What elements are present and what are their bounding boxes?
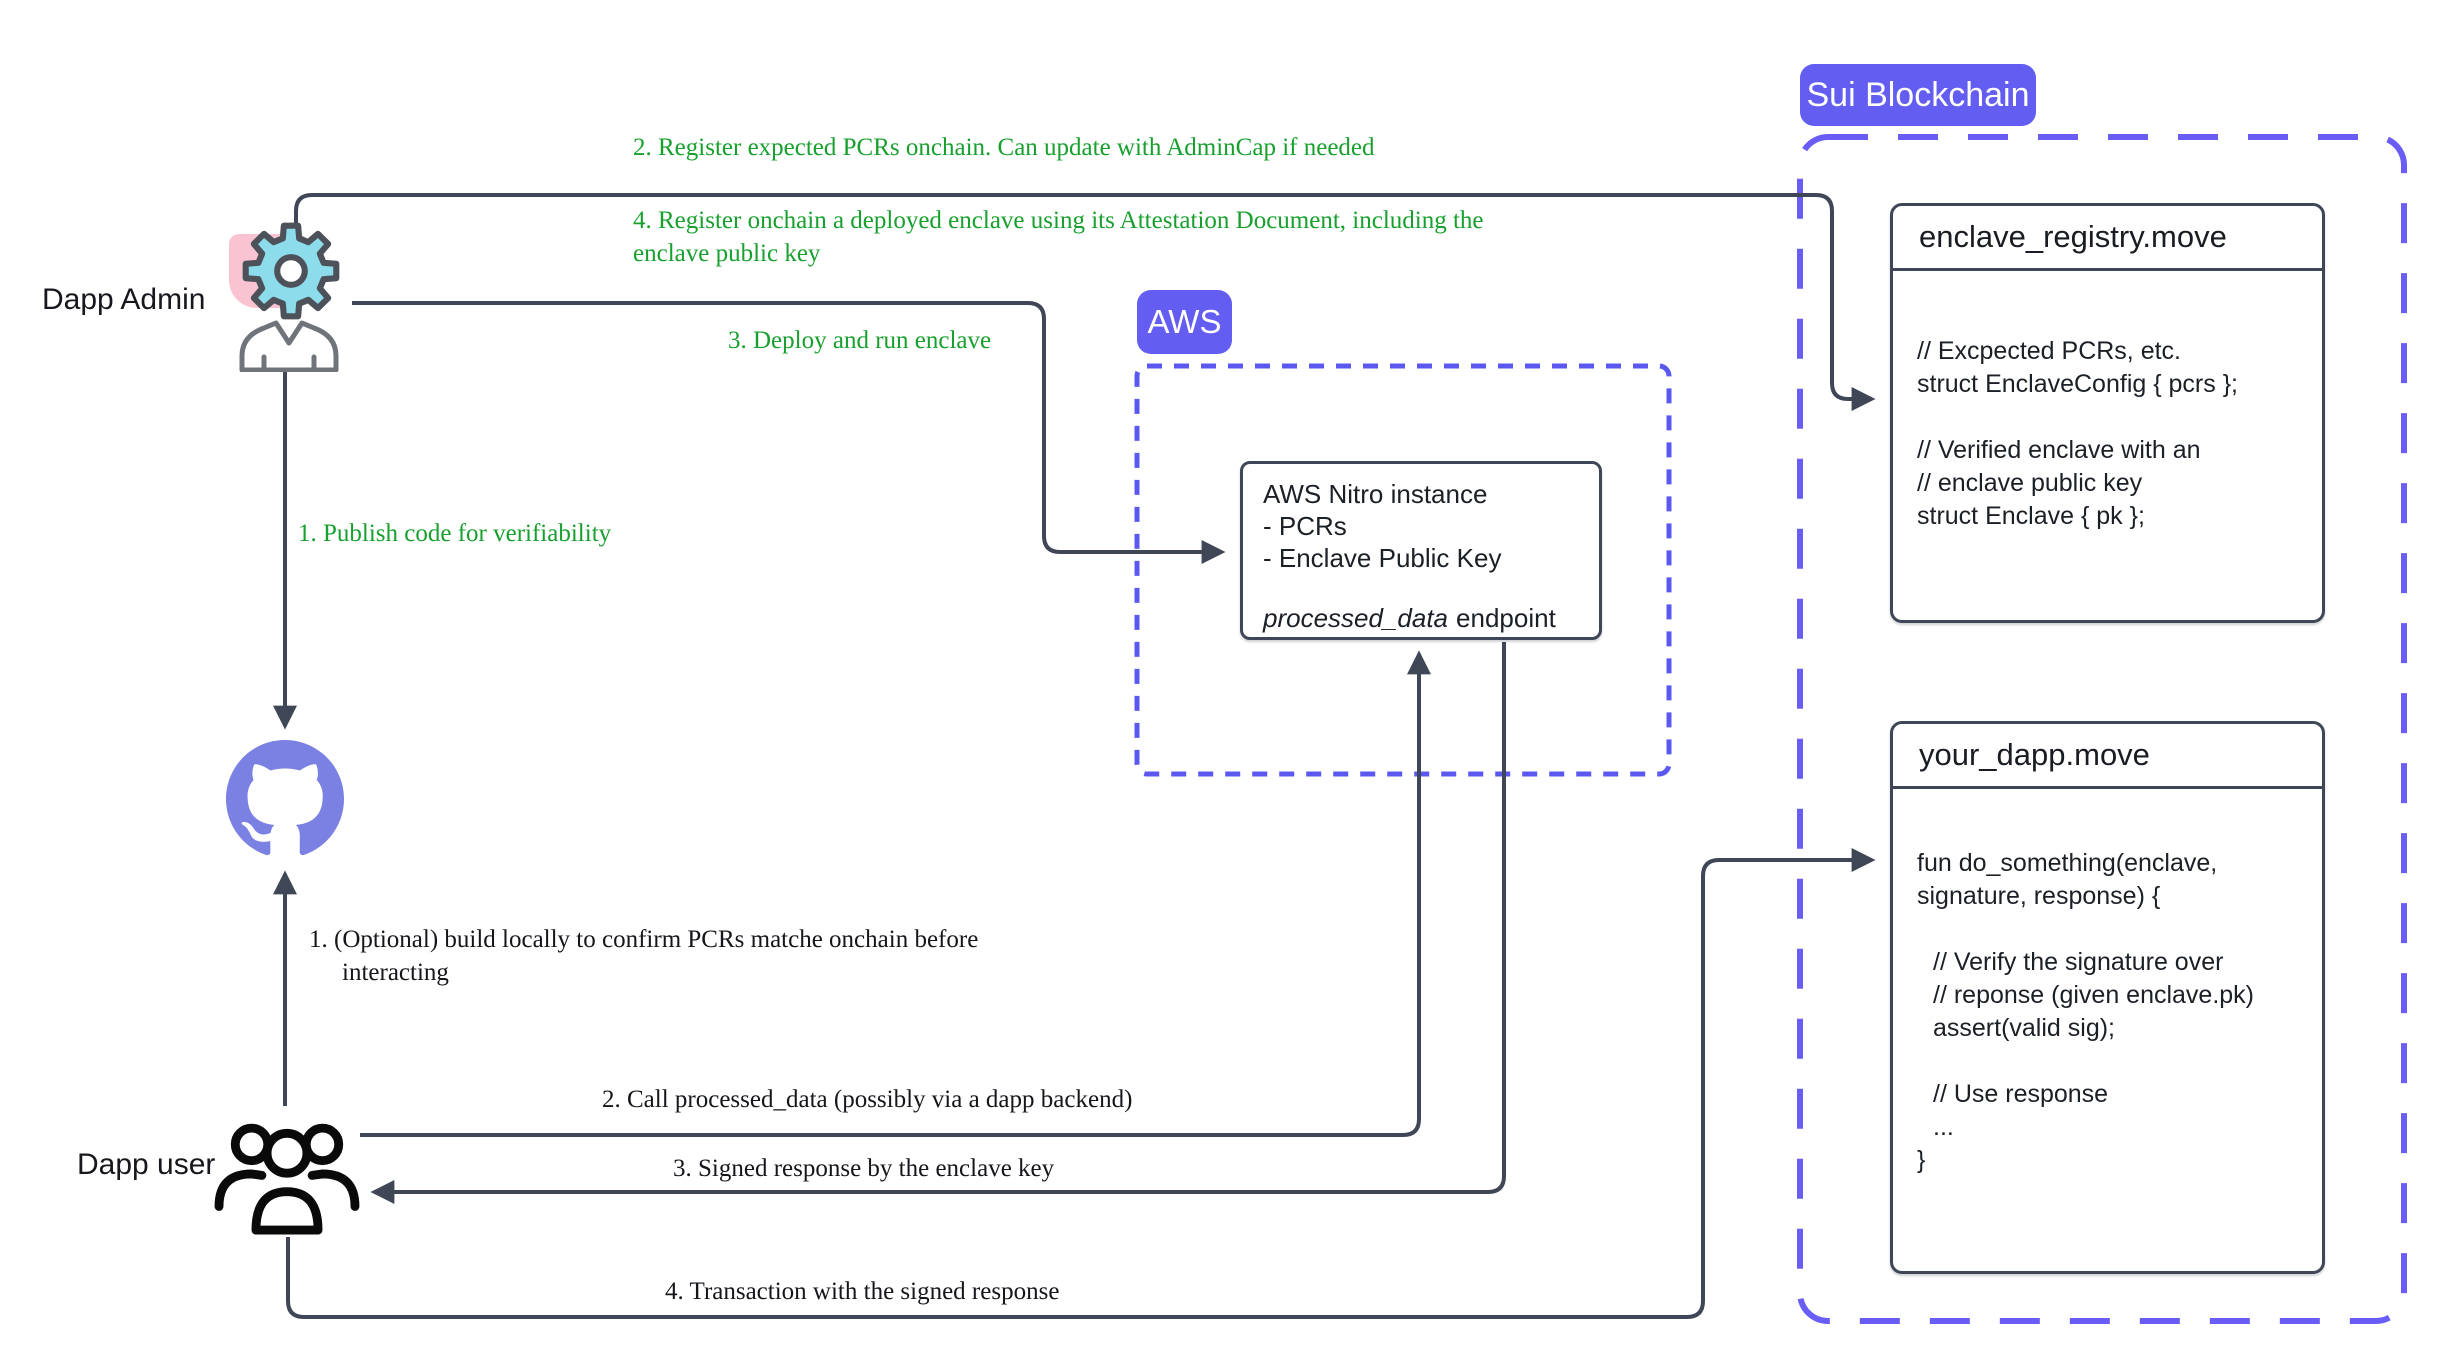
gear-icon: [242, 222, 340, 320]
note-signed-response: 3. Signed response by the enclave key: [673, 1155, 1055, 1182]
arrow-enclave-signed-response: [370, 642, 1506, 1204]
aws-nitro-instance-box: AWS Nitro instance - PCRs - Enclave Publ…: [1240, 461, 1602, 640]
dapp-admin-label: Dapp Admin: [42, 283, 206, 316]
dapp-code-line: [1917, 913, 2298, 946]
admin-person-icon: [239, 320, 339, 372]
sui-dashed-region: [1797, 134, 2407, 1324]
users-icon: [214, 1123, 360, 1235]
note-transaction: 4. Transaction with the signed response: [665, 1278, 1060, 1305]
enclave-registry-title: enclave_registry.move: [1893, 206, 2322, 271]
nitro-line: - Enclave Public Key: [1263, 543, 1502, 573]
registry-code-line: struct EnclaveConfig { pcrs };: [1917, 370, 2238, 398]
arrow-admin-register-registry: [294, 193, 1876, 411]
note-publish-code: 1. Publish code for verifiability: [298, 520, 612, 547]
aws-dashed-region: [1134, 363, 1672, 777]
dapp-code-line: ...: [1933, 1113, 1954, 1141]
your-dapp-title: your_dapp.move: [1893, 724, 2322, 789]
aws-badge: AWS: [1137, 290, 1232, 354]
endpoint-word: endpoint: [1456, 603, 1556, 633]
arrow-user-call-processed-data: [360, 650, 1431, 1137]
registry-code-line: // enclave public key: [1917, 469, 2143, 497]
arrow-user-transaction-dapp: [286, 848, 1876, 1319]
nitro-line: - PCRs: [1263, 511, 1347, 541]
note-register-pcrs: 2. Register expected PCRs onchain. Can u…: [633, 134, 1375, 161]
registry-code-line: [1917, 401, 2298, 434]
enclave-registry-box: enclave_registry.move // Excpected PCRs,…: [1890, 203, 2325, 623]
dapp-code-line: assert(valid sig);: [1933, 1014, 2115, 1042]
note-register-enclave-line1: 4. Register onchain a deployed enclave u…: [633, 207, 1484, 234]
note-build-locally-line2: interacting: [342, 959, 449, 986]
dapp-code-line: // Verify the signature over: [1933, 948, 2224, 976]
sui-blockchain-badge: Sui Blockchain: [1800, 64, 2036, 126]
dapp-code-line: [1917, 1045, 2298, 1078]
github-icon: [226, 740, 344, 856]
registry-code-line: struct Enclave { pk };: [1917, 502, 2145, 530]
dapp-user-label: Dapp user: [77, 1148, 216, 1181]
your-dapp-box: your_dapp.move fun do_something(enclave,…: [1890, 721, 2325, 1274]
dapp-code-line: // Use response: [1933, 1080, 2109, 1108]
registry-code-line: // Excpected PCRs, etc.: [1917, 337, 2181, 365]
note-build-locally-line1: 1. (Optional) build locally to confirm P…: [309, 926, 979, 953]
arrow-admin-deploy-enclave: [352, 301, 1226, 564]
dapp-code-line: // reponse (given enclave.pk): [1933, 981, 2255, 1009]
note-register-enclave-line2: enclave public key: [633, 240, 821, 267]
endpoint-name: processed_data: [1263, 603, 1449, 633]
dapp-code-line: signature, response) {: [1917, 882, 2161, 910]
dapp-code-line: fun do_something(enclave,: [1917, 849, 2218, 877]
registry-code-line: // Verified enclave with an: [1917, 436, 2201, 464]
note-deploy-enclave: 3. Deploy and run enclave: [728, 327, 992, 354]
nitro-line: AWS Nitro instance: [1263, 479, 1488, 509]
note-call-processed-data: 2. Call processed_data (possibly via a d…: [602, 1086, 1133, 1113]
dapp-code-line: }: [1917, 1146, 1926, 1174]
